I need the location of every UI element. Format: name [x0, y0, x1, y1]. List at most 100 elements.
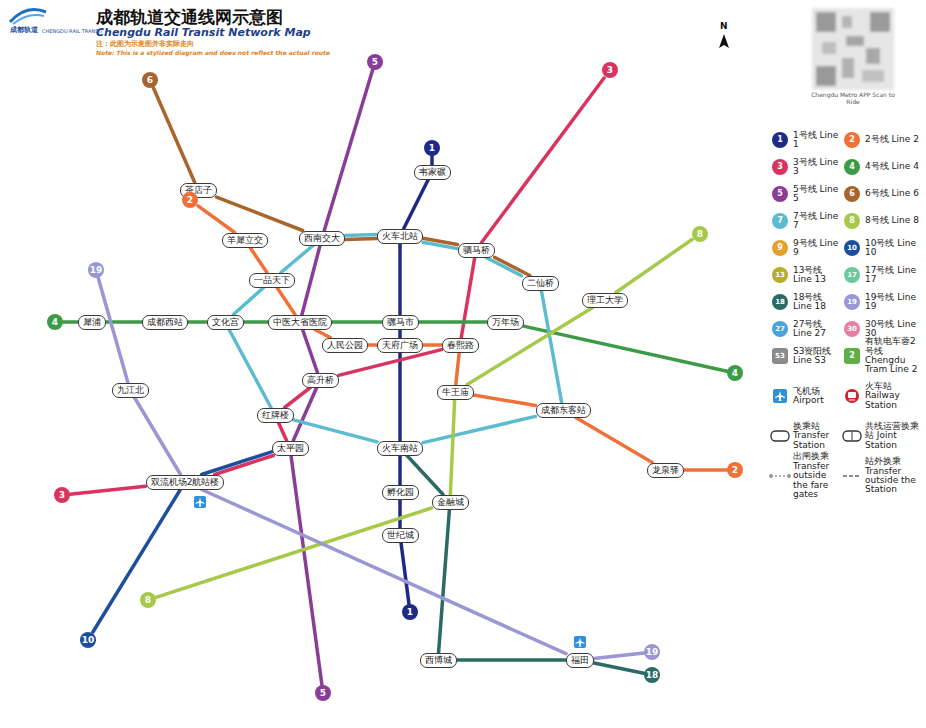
transfer-station: 双流机场2航站楼 — [146, 475, 225, 490]
transfer-station: 骡马市 — [382, 315, 419, 330]
station-name: 19 — [646, 648, 659, 657]
transfer-station: 福田 — [566, 653, 594, 668]
metro-line — [93, 490, 180, 633]
logo — [10, 10, 46, 24]
metro-line — [423, 416, 536, 442]
legend-text: 站外换乘 Transfer outside the Station — [865, 457, 919, 495]
line-badge: 2 — [727, 462, 743, 478]
station-name: 2 — [187, 196, 193, 205]
metro-line — [217, 197, 303, 230]
legend-swatch: 3 — [772, 159, 788, 175]
transfer-station: 羊犀立交 — [222, 233, 268, 248]
station-name: 火车南站 — [382, 443, 418, 453]
qr-code — [812, 8, 894, 90]
metro-line — [153, 88, 194, 183]
metro-line — [398, 353, 402, 441]
line-number: 5 — [777, 190, 783, 198]
station-name: 西博城 — [425, 655, 452, 665]
legend-swatch: 30 — [844, 321, 860, 337]
qr-caption: Chengdu Metro APP Scan to Ride — [808, 92, 898, 105]
station-name: 人民公园 — [327, 340, 363, 350]
map-title: 成都轨道交通线网示意图 — [96, 6, 283, 29]
line-badge: 19 — [644, 644, 661, 660]
metro-line — [302, 246, 320, 315]
line-badge: 4 — [47, 314, 63, 330]
legend-swatch: S3 — [772, 348, 788, 364]
station-name: 2 — [732, 466, 738, 475]
station-name: 世纪城 — [387, 530, 414, 540]
metro-line — [70, 486, 146, 494]
line-number: 1 — [777, 136, 783, 144]
logo-text: CHENGDU RAIL TRANSIT — [42, 29, 103, 35]
line-number: 18 — [775, 299, 785, 306]
legend-swatch: 7 — [772, 213, 788, 229]
legend-text: 共线运营换乘站 Joint Station — [865, 422, 919, 450]
station-name: 5 — [372, 58, 378, 67]
metro-line — [345, 237, 377, 241]
line-badge: 18 — [644, 667, 661, 683]
metro-line — [398, 456, 402, 485]
metro-line — [202, 490, 566, 654]
line-number: 3 — [777, 163, 783, 171]
legend-text: 4号线 Line 4 — [865, 162, 919, 171]
line-number: 13 — [775, 272, 785, 279]
metro-line — [293, 388, 316, 441]
line-number: 4 — [849, 163, 855, 171]
station-name: 骡马市 — [387, 317, 414, 327]
metro-line — [345, 233, 377, 237]
legend-text: 13号线 Line 13 — [793, 266, 843, 285]
metro-line — [303, 330, 318, 373]
legend-text: 8号线 Line 8 — [865, 216, 919, 225]
legend-swatch: 9 — [772, 240, 788, 256]
airport-icon — [194, 496, 206, 508]
station-name: 8 — [145, 596, 151, 605]
line-badge: 5 — [367, 54, 383, 70]
metro-line — [450, 400, 454, 495]
legend-text: 7号线 Line 7 — [793, 212, 843, 231]
station-name: 4 — [732, 369, 738, 378]
metro-line — [684, 468, 728, 472]
line-number: 2 — [849, 136, 855, 144]
metro-line — [398, 500, 402, 528]
station-name: 4 — [52, 318, 58, 327]
line-badge: 19 — [88, 262, 105, 278]
station-name: 福田 — [571, 655, 589, 665]
station-name: 火车北站 — [382, 231, 418, 241]
legend-text: 6号线 Line 6 — [865, 189, 919, 198]
legend-swatch: 6 — [844, 186, 860, 202]
station-name: 8 — [697, 230, 703, 239]
metro-line — [467, 308, 593, 385]
legend-swatch: 17 — [844, 267, 860, 283]
metro-line — [285, 388, 311, 408]
legend-swatch: 8 — [844, 213, 860, 229]
station-name: 5 — [320, 689, 326, 698]
station-name: 驷马桥 — [463, 245, 490, 255]
legend-text: 5号线 Line 5 — [793, 185, 843, 204]
legend-railway-icon — [845, 389, 859, 403]
station-name: 一品天下 — [254, 275, 290, 285]
legend-fare-gate-transfer-icon — [769, 474, 791, 478]
legend-swatch: 13 — [772, 267, 788, 283]
metro-line — [291, 456, 322, 686]
metro-line — [332, 320, 382, 324]
station-name: 牛王庙 — [442, 387, 469, 397]
legend-text: 火车站 Railway Station — [865, 382, 919, 410]
metro-line — [315, 330, 331, 338]
transfer-station: 牛王庙 — [437, 385, 474, 400]
metro-line — [134, 398, 180, 475]
metro-line — [156, 508, 432, 597]
transfer-station: 太平园 — [272, 441, 309, 456]
legend-text: 30号线 Line 30 — [865, 320, 919, 339]
station-name: 成都东客站 — [541, 405, 586, 415]
metro-line — [281, 246, 313, 273]
metro-line — [233, 288, 263, 315]
legend-text: 出闸换乘 Transfer outside the fare gates — [793, 452, 843, 499]
metro-line — [398, 330, 402, 338]
metro-line — [63, 320, 78, 324]
legend-swatch: 18 — [772, 294, 788, 310]
station-name: 九江北 — [117, 385, 144, 395]
transfer-station: 韦家碾 — [414, 165, 451, 180]
transfer-station: 中医大省医院 — [268, 315, 332, 330]
metro-line — [339, 350, 442, 376]
